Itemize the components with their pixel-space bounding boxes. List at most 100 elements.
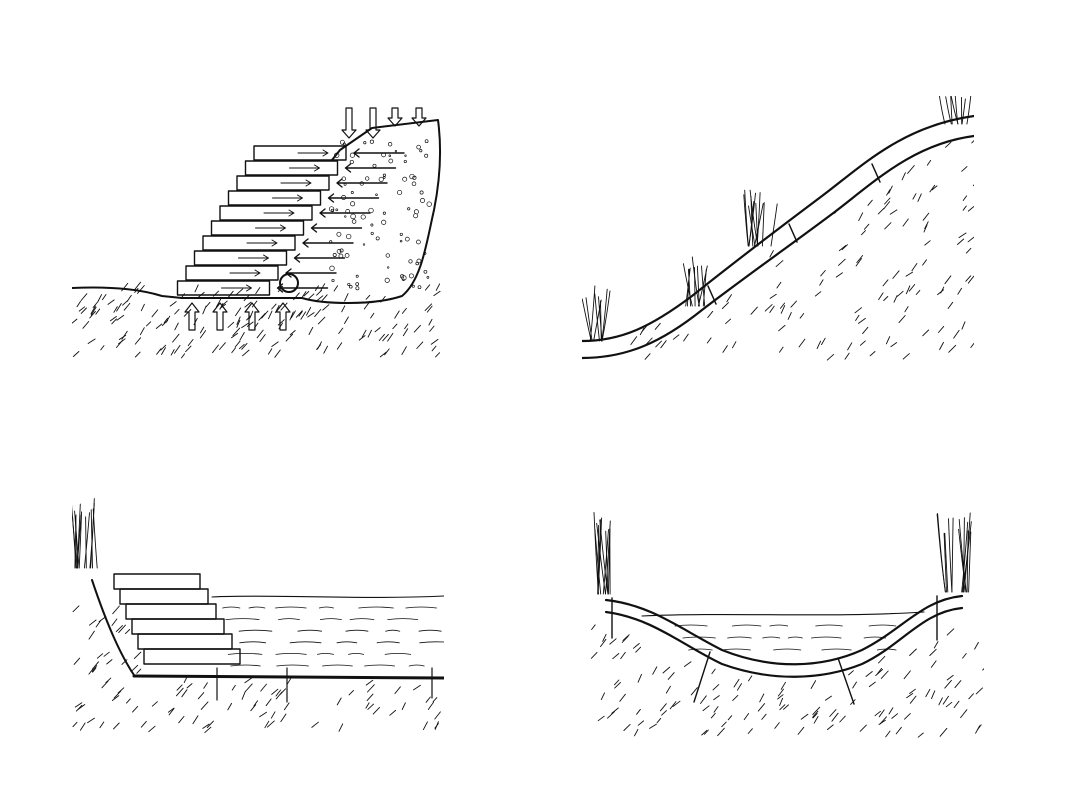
grass-stroke xyxy=(858,317,866,324)
grass-stroke xyxy=(181,353,186,359)
grass-stroke xyxy=(382,333,389,342)
grass-stroke xyxy=(80,293,88,301)
weed-blade xyxy=(950,96,953,125)
grass-stroke xyxy=(875,668,884,676)
weed-blade xyxy=(748,200,755,247)
gravel xyxy=(404,236,410,242)
grass-stroke xyxy=(600,692,605,701)
grass-stroke xyxy=(134,337,142,345)
gravel xyxy=(335,208,339,212)
gravel xyxy=(343,182,347,186)
grass-stroke xyxy=(931,690,936,700)
grass-stroke xyxy=(829,709,837,717)
panel-stepped-bank xyxy=(72,490,444,734)
grass-stroke xyxy=(621,635,629,643)
grass-stroke xyxy=(733,678,740,688)
grass-stroke xyxy=(711,668,716,675)
gravel xyxy=(359,181,364,186)
grass-stroke xyxy=(172,333,180,343)
gravel xyxy=(370,231,374,235)
grass-stroke xyxy=(367,703,375,710)
grass-stroke xyxy=(175,687,184,697)
grass-stroke xyxy=(841,244,848,251)
grass-stroke xyxy=(779,302,786,309)
grass-stroke xyxy=(938,697,943,706)
soil-pressure-arrow xyxy=(285,268,337,278)
gravel xyxy=(330,208,335,213)
grass-stroke xyxy=(424,303,433,312)
grass-stroke xyxy=(953,700,960,709)
grass-stroke xyxy=(169,301,177,307)
grass-stroke xyxy=(764,304,773,312)
grass-stroke xyxy=(967,236,974,243)
grass-stroke xyxy=(314,309,322,318)
grass-stroke xyxy=(799,313,805,319)
grass-stroke xyxy=(274,349,281,358)
grass-stroke xyxy=(338,327,344,334)
grass-stroke xyxy=(683,661,692,667)
grass-stroke xyxy=(140,303,145,312)
grass-stroke xyxy=(838,245,847,252)
gravel xyxy=(408,273,414,279)
grass-stroke xyxy=(961,321,966,330)
grass-stroke xyxy=(713,695,720,701)
reed-blade xyxy=(597,525,600,595)
water-line xyxy=(641,611,925,617)
grass-stroke xyxy=(151,309,159,318)
grass-stroke xyxy=(295,310,303,318)
pipe-bottom-edge xyxy=(582,134,974,360)
grass-stroke xyxy=(277,319,285,326)
grass-stroke xyxy=(896,290,904,297)
grass-stroke xyxy=(308,326,314,335)
reed-blade xyxy=(966,530,969,593)
grass-stroke xyxy=(759,693,765,703)
grass-stroke xyxy=(155,323,163,329)
ground-line xyxy=(72,286,303,299)
load-arrow xyxy=(341,107,357,139)
grass-stroke xyxy=(427,701,435,710)
grass-stroke xyxy=(911,263,918,272)
grass-stroke xyxy=(199,330,207,339)
grass-stroke xyxy=(303,291,310,297)
grass-stroke xyxy=(426,305,433,313)
weed-blade xyxy=(961,98,966,125)
grass-stroke xyxy=(597,715,605,722)
reed-blade xyxy=(596,522,606,595)
grass-stroke xyxy=(859,724,867,732)
grass-stroke xyxy=(889,209,898,215)
grass-stroke xyxy=(424,284,431,291)
grass-stroke xyxy=(944,275,952,285)
grass-stroke xyxy=(915,289,921,295)
reed-blade xyxy=(944,532,949,593)
stepped-blocks xyxy=(176,145,405,296)
gravel xyxy=(375,236,380,241)
grass-stroke xyxy=(113,690,122,699)
uplift-arrows xyxy=(184,302,291,331)
gravel xyxy=(336,231,342,237)
gravel xyxy=(408,259,413,264)
grass-stroke xyxy=(947,301,954,309)
grass-stroke xyxy=(924,221,929,230)
reed-blade xyxy=(968,531,972,593)
grass-stroke xyxy=(855,314,860,321)
grass-stroke xyxy=(944,679,952,689)
wave-stroke xyxy=(276,664,309,667)
grass-stroke xyxy=(667,672,675,680)
weed-blade xyxy=(78,511,83,569)
gravel xyxy=(399,239,403,243)
grass-stroke xyxy=(103,651,110,657)
grass-stroke xyxy=(962,205,967,211)
gravel xyxy=(341,195,347,200)
grass-stroke xyxy=(902,353,910,360)
grass-stroke xyxy=(656,717,662,724)
gravel xyxy=(416,258,422,264)
weed-blade xyxy=(938,96,946,125)
grass-stroke xyxy=(115,625,123,633)
wave-stroke xyxy=(863,636,886,639)
grass-stroke xyxy=(333,285,339,292)
grass-stroke xyxy=(87,338,96,344)
grass-stroke xyxy=(163,317,168,324)
wave-stroke xyxy=(773,648,802,651)
grass-stroke xyxy=(380,295,386,303)
uplift-arrow xyxy=(212,302,228,331)
